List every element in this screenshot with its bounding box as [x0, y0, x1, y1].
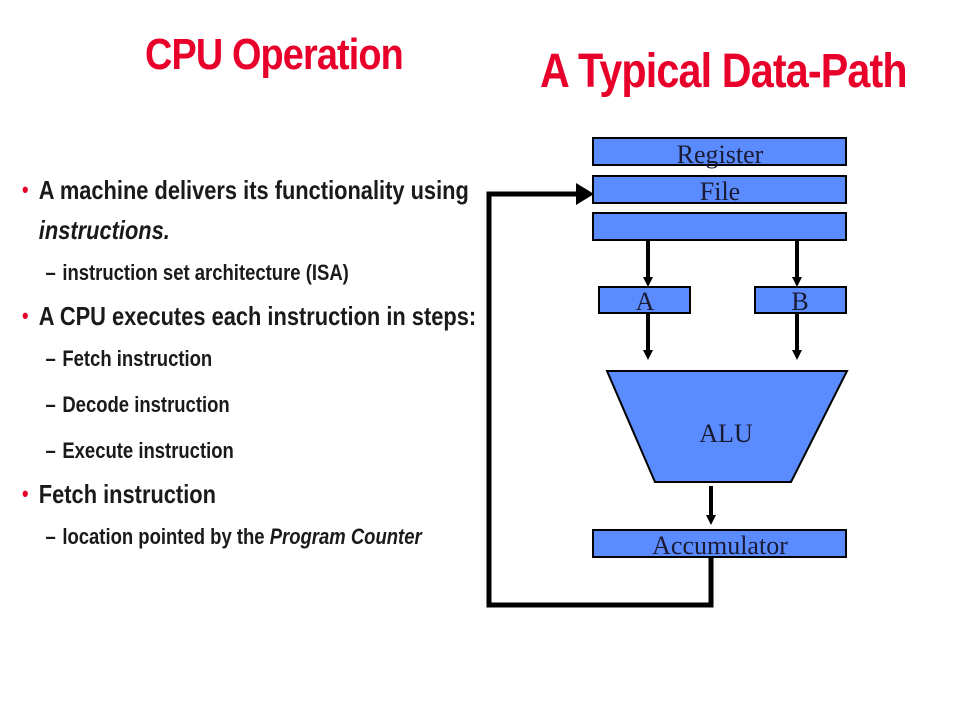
- sub-bullet-text: Fetch instruction: [62, 346, 213, 371]
- bullet-marker: •: [22, 303, 29, 328]
- sub-bullet-text: instruction set architecture (ISA): [62, 260, 349, 285]
- register-b: [754, 286, 847, 314]
- accumulator-label: Accumulator: [652, 531, 788, 560]
- sub-bullet-isa: – instruction set architecture (ISA): [22, 250, 392, 296]
- dash-marker: –: [45, 392, 56, 417]
- feedback-path: [486, 191, 714, 608]
- program-counter-text: Program Counter: [269, 524, 422, 549]
- register-label: Register: [677, 140, 764, 169]
- bullet-marker: •: [22, 177, 29, 202]
- dash-marker: –: [45, 438, 56, 463]
- register-a: [598, 286, 691, 314]
- bullet-list: • A machine delivers its functionality u…: [22, 170, 476, 560]
- file-label: File: [700, 177, 740, 206]
- bullet-text: A machine delivers its functionality usi…: [38, 175, 469, 205]
- sub-bullet-fetch: – Fetch instruction: [22, 336, 392, 382]
- slide-title-cpu-operation: CPU Operation: [145, 30, 404, 79]
- sub-bullet-text: Decode instruction: [62, 392, 230, 417]
- bullet-text: Fetch instruction: [38, 479, 216, 509]
- sub-bullet-decode: – Decode instruction: [22, 382, 392, 428]
- accumulator: [592, 529, 847, 558]
- alu-label: ALU: [699, 419, 753, 448]
- sub-bullet-execute: – Execute instruction: [22, 428, 392, 474]
- dash-marker: –: [45, 260, 56, 285]
- register-file-row-3: [592, 212, 847, 241]
- bullet-cpu-executes: • A CPU executes each instruction in ste…: [22, 296, 476, 336]
- sub-bullet-program-counter: – location pointed by the Program Counte…: [22, 514, 422, 560]
- register-file-row-2: [592, 175, 847, 204]
- register-b-label: B: [791, 287, 808, 316]
- register-a-label: A: [636, 287, 655, 316]
- dash-marker: –: [45, 346, 56, 371]
- feedback-arrowhead: [576, 183, 594, 205]
- sub-bullet-text: location pointed by the: [62, 524, 270, 549]
- bullet-text: A CPU executes each instruction in steps…: [38, 301, 477, 331]
- dash-marker: –: [45, 524, 56, 549]
- bullet-text-continuation: instructions.: [38, 215, 170, 245]
- bullet-marker: •: [22, 481, 29, 506]
- register-file-row-1: [592, 137, 847, 166]
- alu-shape: [605, 370, 849, 483]
- slide-title-data-path: A Typical Data-Path: [540, 45, 908, 98]
- bullet-machine-functionality: • A machine delivers its functionality u…: [22, 170, 469, 250]
- bullet-fetch-instruction: • Fetch instruction: [22, 474, 392, 514]
- sub-bullet-text: Execute instruction: [62, 438, 234, 463]
